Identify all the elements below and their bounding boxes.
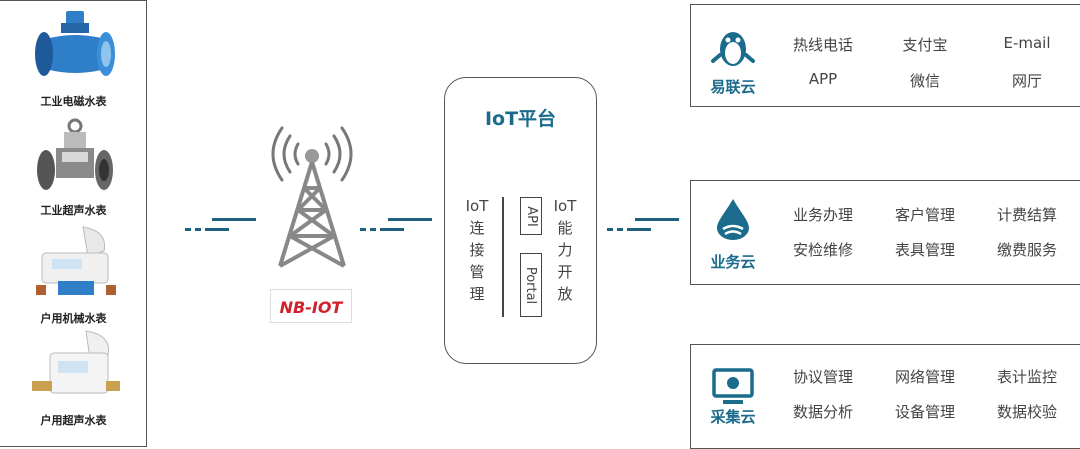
service-item: 缴费服务 [996, 241, 1057, 259]
platform-connection-label: IoT 连 接 管 理 [465, 197, 489, 303]
service-item: 协议管理 [792, 368, 853, 386]
cloud-name: 易联云 [710, 78, 756, 96]
cloud-panel-collection: 采集云 协议管理 网络管理 表计监控 数据分析 设备管理 数据校验 [690, 344, 1080, 449]
meter-label: 工业电磁水表 [40, 95, 107, 108]
monitor-icon [712, 368, 754, 404]
cloud-panel-business: 业务云 业务办理 客户管理 计费结算 安检维修 表具管理 缴费服务 [690, 180, 1080, 285]
penguin-icon [711, 32, 755, 66]
water-drop-icon [717, 199, 749, 240]
nb-iot-logo: NB-IOT [270, 289, 352, 323]
api-box: API [520, 197, 542, 235]
service-item: E-mail [1003, 34, 1051, 52]
iot-platform: IoT平台 IoT 连 接 管 理 API Portal IoT 能 力 开 放 [444, 77, 597, 364]
service-item: APP [808, 70, 838, 88]
service-item: 计费结算 [996, 206, 1057, 224]
service-item: 数据分析 [792, 403, 853, 421]
service-item: 支付宝 [902, 36, 948, 54]
portal-box: Portal [520, 253, 542, 317]
platform-divider [502, 197, 504, 317]
service-item: 数据校验 [996, 403, 1057, 421]
service-item: 设备管理 [894, 403, 955, 421]
mechanical-household-meter-icon [36, 226, 116, 295]
platform-title: IoT平台 [484, 108, 557, 130]
platform-capability-label: IoT 能 力 开 放 [553, 197, 577, 303]
cloud-name: 采集云 [710, 408, 756, 426]
ultrasonic-household-meter-icon [32, 330, 120, 394]
service-item: 微信 [909, 72, 940, 90]
cell-tower-icon [271, 126, 353, 268]
meter-label: 工业超声水表 [40, 204, 107, 217]
service-item: 表具管理 [894, 241, 955, 259]
cloud-panel-yilian: 易联云 热线电话 支付宝 E-mail APP 微信 网厅 [690, 4, 1080, 107]
service-item: 热线电话 [792, 36, 853, 54]
meter-label: 户用超声水表 [40, 414, 107, 427]
service-item: 业务办理 [792, 206, 853, 224]
service-item: 表计监控 [996, 368, 1057, 386]
electromagnetic-meter-icon [35, 11, 115, 76]
svg-text:NB-IOT: NB-IOT [280, 298, 344, 317]
meter-panel: 工业电磁水表 工业超声水表 户用机械水表 户用超声水表 [0, 0, 147, 447]
service-item: 安检维修 [792, 241, 853, 259]
cloud-name: 业务云 [710, 253, 756, 271]
ultrasonic-industrial-meter-icon [37, 118, 113, 190]
service-item: 客户管理 [894, 206, 955, 224]
service-item: 网厅 [1011, 72, 1042, 90]
meter-label: 户用机械水表 [40, 312, 107, 325]
service-item: 网络管理 [894, 368, 955, 386]
